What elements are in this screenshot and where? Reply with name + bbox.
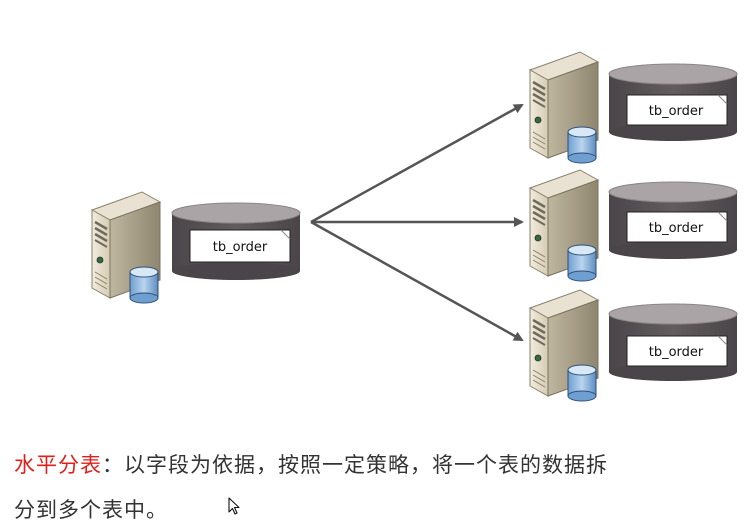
- server-icon: [528, 50, 600, 165]
- table-label: tb_order: [649, 104, 704, 119]
- table-label: tb_order: [213, 240, 268, 255]
- table-label-box: tb_order: [189, 229, 291, 263]
- mouse-cursor-icon: [228, 497, 240, 515]
- target-node-2: tb_order: [528, 168, 738, 283]
- source-node: tb_order: [90, 190, 301, 305]
- caption-line-2: 分到多个表中。: [14, 494, 168, 524]
- table-label-box: tb_order: [626, 335, 728, 367]
- sharding-diagram: tb_order tb_order tb_order: [90, 50, 738, 403]
- caption-highlight: 水平分表: [14, 453, 102, 477]
- caption-text-continued: 分到多个表中。: [14, 498, 168, 522]
- target-node-1: tb_order: [528, 50, 738, 165]
- caption-line-1: 水平分表：以字段为依据，按照一定策略，将一个表的数据拆: [14, 449, 608, 479]
- server-icon: [528, 168, 600, 283]
- table-label-box: tb_order: [626, 211, 728, 243]
- caption-text: ：以字段为依据，按照一定策略，将一个表的数据拆: [102, 453, 608, 477]
- server-icon: [528, 288, 600, 403]
- table-label: tb_order: [649, 221, 704, 236]
- table-label-box: tb_order: [626, 94, 728, 126]
- arrow-to-shard-3: [310, 220, 524, 342]
- arrows: [310, 103, 524, 342]
- table-label: tb_order: [649, 345, 704, 360]
- server-icon: [90, 190, 162, 305]
- arrow-to-shard-1: [310, 103, 524, 224]
- target-node-3: tb_order: [528, 288, 738, 403]
